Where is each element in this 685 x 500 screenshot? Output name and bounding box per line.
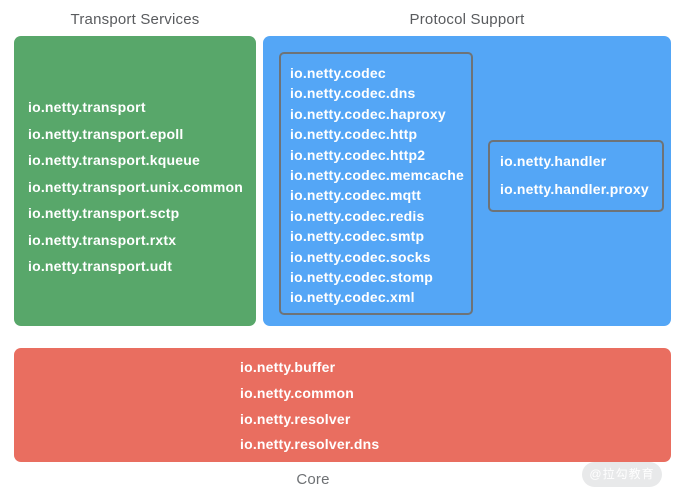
package-item: io.netty.codec.mqtt: [290, 187, 422, 204]
protocol-support-title: Protocol Support: [409, 11, 525, 28]
transport-package-list: io.netty.transport io.netty.transport.ep…: [28, 94, 243, 280]
package-item: io.netty.codec.xml: [290, 289, 415, 306]
package-item: io.netty.transport.sctp: [28, 205, 180, 221]
package-item: io.netty.codec.haproxy: [290, 105, 446, 122]
package-item: io.netty.codec.dns: [290, 85, 416, 102]
handler-group-box: io.netty.handler io.netty.handler.proxy: [488, 140, 664, 212]
core-panel: io.netty.buffer io.netty.common io.netty…: [14, 348, 671, 462]
core-package-list: io.netty.buffer io.netty.common io.netty…: [240, 355, 379, 458]
package-item: io.netty.codec.redis: [290, 207, 425, 224]
package-item: io.netty.handler.proxy: [500, 181, 649, 197]
package-item: io.netty.codec.http: [290, 126, 418, 143]
package-item: io.netty.codec.socks: [290, 248, 431, 265]
package-item: io.netty.transport.udt: [28, 258, 173, 274]
package-item: io.netty.transport: [28, 99, 146, 115]
codec-group-box: io.netty.codec io.netty.codec.dns io.net…: [279, 52, 473, 315]
transport-services-panel: io.netty.transport io.netty.transport.ep…: [14, 36, 256, 326]
protocol-support-panel: io.netty.codec io.netty.codec.dns io.net…: [263, 36, 671, 326]
package-item: io.netty.common: [240, 384, 354, 401]
package-item: io.netty.resolver: [240, 410, 351, 427]
package-item: io.netty.transport.rxtx: [28, 231, 177, 248]
package-item: io.netty.codec.http2: [290, 146, 426, 163]
package-item: io.netty.codec.memcache: [290, 167, 464, 184]
watermark-badge: @拉勾教育: [582, 462, 662, 487]
package-item: io.netty.codec: [290, 65, 386, 81]
transport-services-title: Transport Services: [70, 11, 200, 28]
core-title: Core: [296, 471, 330, 488]
package-item: io.netty.handler: [500, 153, 607, 169]
package-item: io.netty.transport.kqueue: [28, 152, 200, 168]
package-item: io.netty.buffer: [240, 359, 336, 375]
package-item: io.netty.codec.stomp: [290, 269, 433, 286]
package-item: io.netty.codec.smtp: [290, 228, 425, 245]
package-item: io.netty.transport.epoll: [28, 125, 184, 142]
package-item: io.netty.transport.unix.common: [28, 178, 243, 195]
package-item: io.netty.resolver.dns: [240, 436, 380, 453]
